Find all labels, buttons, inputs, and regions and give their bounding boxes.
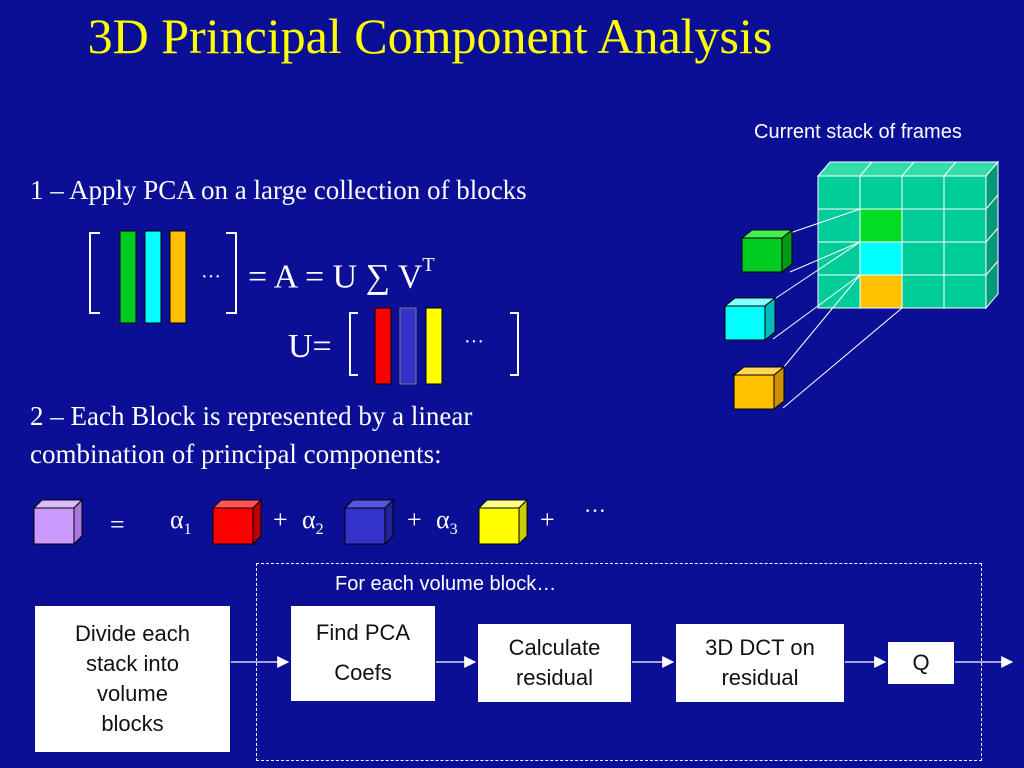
step-2-line-1: 2 – Each Block is represented by a linea… xyxy=(30,401,473,431)
green-vector xyxy=(119,230,137,324)
dct-box: 3D DCT on residual xyxy=(675,623,845,703)
green-block-cube xyxy=(740,228,794,274)
matrix-dots: ··· xyxy=(201,266,221,288)
alpha-2: α2 xyxy=(302,505,324,539)
combo-dots: ··· xyxy=(584,498,606,523)
right-bracket xyxy=(226,232,237,314)
orange-block-cube xyxy=(732,365,786,411)
frame-stack-illustration xyxy=(723,160,1000,411)
transpose-superscript: T xyxy=(422,254,435,276)
right-bracket xyxy=(510,312,519,376)
frame-stack-grid xyxy=(816,160,1000,310)
lavender-block-cube xyxy=(32,498,84,546)
plus-2: + xyxy=(407,505,422,534)
left-bracket xyxy=(89,232,100,314)
combo-equals: = xyxy=(110,510,125,539)
equation-text: = A = U ∑ V xyxy=(248,258,423,296)
connector-lines xyxy=(772,208,903,409)
q-box: Q xyxy=(887,641,955,685)
u-label: U= xyxy=(288,328,332,365)
blue-component xyxy=(399,307,417,385)
u-matrix-dots: ··· xyxy=(464,331,484,353)
cyan-block-cube xyxy=(723,296,777,342)
residual-box: Calculate residual xyxy=(477,623,632,703)
pca-equation: = A = U ∑ VT xyxy=(248,254,435,296)
alpha-3: α3 xyxy=(436,505,458,539)
yellow-component-cube xyxy=(477,498,529,546)
slide-title: 3D Principal Component Analysis xyxy=(87,8,773,64)
data-matrix-bracket xyxy=(89,230,237,324)
linear-combination-cubes xyxy=(32,498,529,546)
blue-component-cube xyxy=(343,498,395,546)
step-1-text: 1 – Apply PCA on a large collection of b… xyxy=(30,175,527,205)
orange-vector xyxy=(169,230,187,324)
group-label: For each volume block… xyxy=(335,573,557,595)
u-matrix-bracket xyxy=(349,307,519,385)
find-pca-box: Find PCA Coefs xyxy=(290,605,436,702)
yellow-component xyxy=(425,307,443,385)
stack-label: Current stack of frames xyxy=(754,121,962,143)
divide-box: Divide each stack into volume blocks xyxy=(34,605,231,753)
red-component xyxy=(374,307,392,385)
plus-1: + xyxy=(273,505,288,534)
plus-3: + xyxy=(540,505,555,534)
left-bracket xyxy=(349,312,358,376)
alpha-1: α1 xyxy=(170,505,192,539)
step-2-line-2: combination of principal components: xyxy=(30,439,442,469)
red-component-cube xyxy=(211,498,263,546)
cyan-vector xyxy=(144,230,162,324)
